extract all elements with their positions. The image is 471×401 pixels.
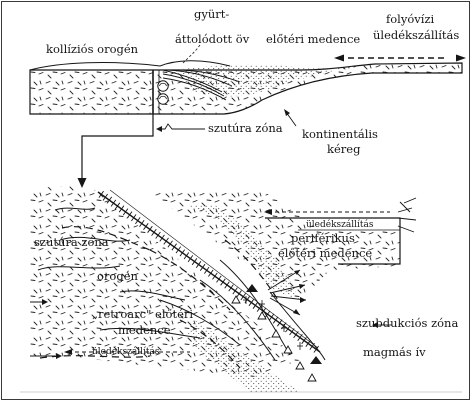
- label-fold-thrust-belt-1: gyürt-: [194, 8, 229, 21]
- suture-top-pointer: [158, 124, 205, 129]
- label-peripheral-foreland-1: periférikus: [291, 232, 355, 245]
- label-fluvial-1: folyóvízi: [386, 13, 434, 26]
- label-continental-crust-2: kéreg: [327, 143, 360, 156]
- connector-arrow: [82, 114, 153, 180]
- label-magmatic-arc: magmás ív: [363, 346, 426, 359]
- label-suture-zone-top: szutúra zóna: [208, 122, 283, 135]
- suture-circle-upper: [158, 81, 168, 91]
- label-orogen: orogén: [97, 270, 138, 283]
- label-retroarc-1: „retroarc" előtéri: [92, 308, 193, 321]
- suture-circle-lower: [158, 94, 168, 104]
- label-fluvial-2: üledékszállítás: [373, 29, 459, 42]
- label-collision-orogen: kollíziós orogén: [46, 43, 138, 56]
- label-foreland-basin: előtéri medence: [266, 33, 360, 46]
- right-edge-arrows: [400, 202, 410, 212]
- label-retroarc-2: medence: [118, 324, 171, 337]
- label-sediment-transport-upper: üledékszállítás: [306, 220, 374, 230]
- label-fold-thrust-belt-2: áttolódott öv: [175, 33, 249, 46]
- top-cross-section: [30, 45, 466, 188]
- label-sediment-transport-lower: üledékszállítás: [92, 347, 160, 357]
- fold-belt-relief: [160, 61, 230, 66]
- label-continental-crust-1: kontinentális: [302, 128, 378, 141]
- fluvial-transport-arrow: [334, 55, 466, 62]
- orogen-relief: [30, 63, 160, 70]
- bottom-cross-section: [30, 186, 416, 392]
- label-peripheral-foreland-2: előtéri medence: [278, 247, 372, 260]
- label-subduction-zone: szubdukciós zóna: [356, 317, 458, 330]
- label-suture-zone-bottom: szutúra zóna: [34, 236, 109, 249]
